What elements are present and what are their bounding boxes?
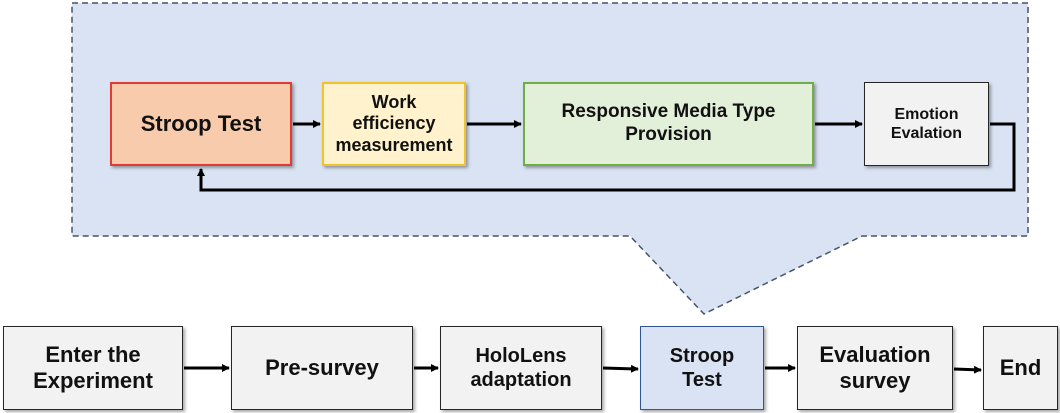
- work-efficiency-label: Work efficiency measurement: [335, 91, 453, 155]
- pre-survey-label: Pre-survey: [265, 354, 379, 380]
- pre-survey-box: Pre-survey: [231, 326, 413, 410]
- arrow-hololens-to-stroop: [602, 364, 639, 373]
- arrow-evaluation-to-end: [953, 365, 982, 374]
- emotion-evaluation-label: Emotion Evalation: [890, 105, 963, 142]
- work-efficiency-box: Work efficiency measurement: [322, 82, 466, 166]
- stroop-test-step-label: Stroop Test: [669, 345, 735, 391]
- end-box: End: [983, 326, 1058, 410]
- stroop-test-box: Stroop Test: [110, 82, 292, 166]
- enter-experiment-label: Enter the Experiment: [33, 341, 153, 393]
- stroop-test-step-box: Stroop Test: [640, 326, 764, 410]
- evaluation-survey-box: Evaluation survey: [797, 326, 953, 410]
- hololens-adaptation-label: HoloLens adaptation: [470, 345, 572, 391]
- evaluation-survey-label: Evaluation survey: [819, 341, 931, 393]
- media-type-label: Responsive Media Type Provision: [561, 101, 776, 145]
- enter-experiment-box: Enter the Experiment: [3, 326, 183, 410]
- media-type-box: Responsive Media Type Provision: [523, 82, 814, 166]
- emotion-evaluation-box: Emotion Evalation: [864, 82, 989, 166]
- hololens-adaptation-box: HoloLens adaptation: [440, 326, 602, 410]
- end-label: End: [999, 354, 1042, 380]
- stroop-test-label: Stroop Test: [140, 110, 262, 136]
- arrow-loop-back: [197, 122, 1016, 192]
